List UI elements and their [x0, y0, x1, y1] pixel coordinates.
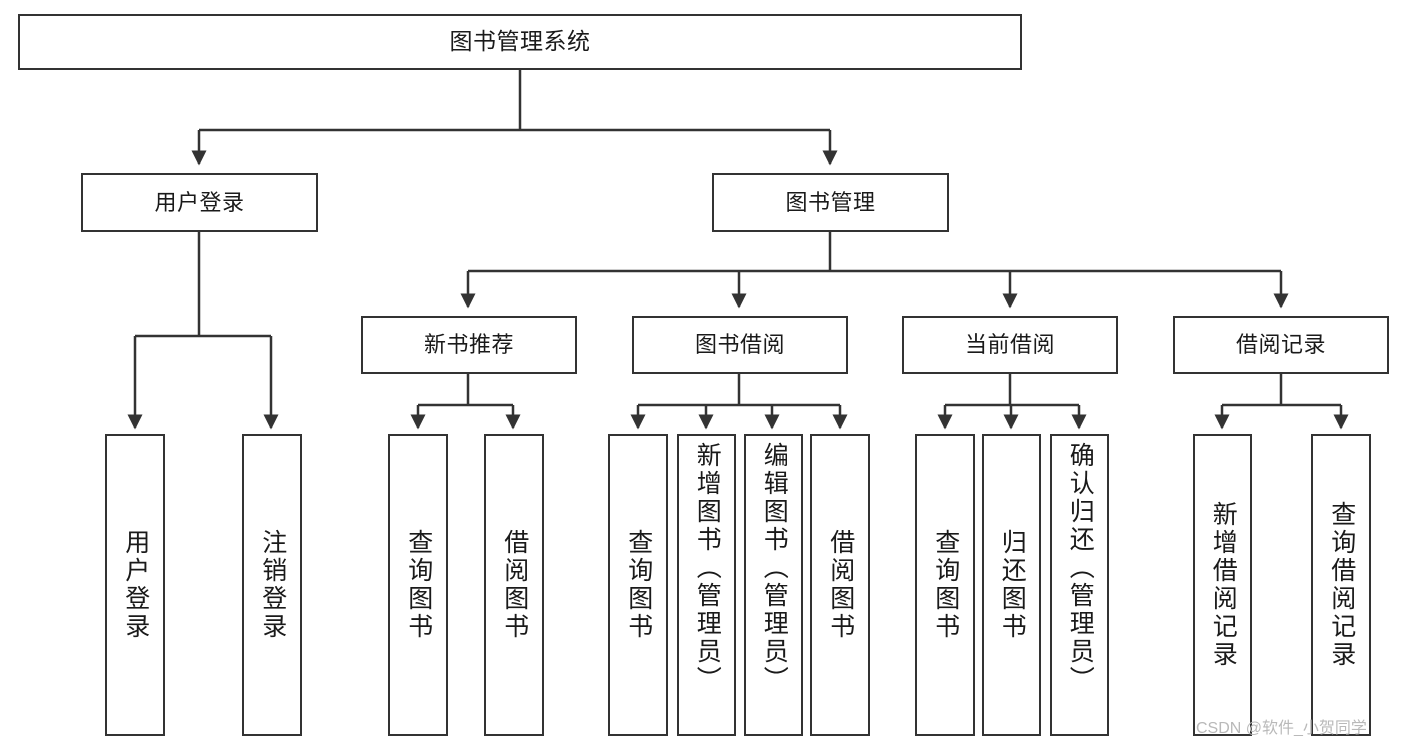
node-leaf-add-book[interactable]: 新增图书（管理员） — [677, 434, 736, 736]
node-root-label: 图书管理系统 — [449, 28, 591, 55]
node-leaf-query-record[interactable]: 查询借阅记录 — [1311, 434, 1371, 736]
node-book-management[interactable]: 图书管理 — [712, 173, 949, 232]
node-leaf-return-book-label: 归还图书 — [998, 529, 1027, 641]
node-book-borrow[interactable]: 图书借阅 — [632, 316, 848, 374]
node-leaf-user-logout[interactable]: 注销登录 — [242, 434, 302, 736]
node-leaf-query-book-3[interactable]: 查询图书 — [915, 434, 975, 736]
node-current-borrow[interactable]: 当前借阅 — [902, 316, 1118, 374]
node-leaf-query-book-2-label: 查询图书 — [624, 529, 653, 641]
node-borrow-record[interactable]: 借阅记录 — [1173, 316, 1389, 374]
node-borrow-record-label: 借阅记录 — [1235, 332, 1326, 358]
node-leaf-confirm-return-label: 确认归还（管理员） — [1066, 442, 1095, 694]
node-leaf-user-login[interactable]: 用户登录 — [105, 434, 165, 736]
node-user-login[interactable]: 用户登录 — [81, 173, 318, 232]
node-leaf-query-book-2[interactable]: 查询图书 — [608, 434, 668, 736]
node-new-book-recommend[interactable]: 新书推荐 — [361, 316, 577, 374]
node-leaf-query-record-label: 查询借阅记录 — [1327, 501, 1356, 669]
node-book-borrow-label: 图书借阅 — [694, 332, 785, 358]
node-leaf-query-book-1[interactable]: 查询图书 — [388, 434, 448, 736]
node-leaf-query-book-3-label: 查询图书 — [931, 529, 960, 641]
node-leaf-user-logout-label: 注销登录 — [258, 529, 287, 641]
node-new-book-recommend-label: 新书推荐 — [423, 332, 514, 358]
node-leaf-edit-book[interactable]: 编辑图书（管理员） — [744, 434, 803, 736]
node-leaf-add-record-label: 新增借阅记录 — [1209, 501, 1238, 669]
node-leaf-borrow-book-2[interactable]: 借阅图书 — [810, 434, 870, 736]
node-leaf-add-book-label: 新增图书（管理员） — [693, 442, 722, 694]
node-leaf-borrow-book-1[interactable]: 借阅图书 — [484, 434, 544, 736]
node-leaf-borrow-book-1-label: 借阅图书 — [500, 529, 529, 641]
watermark: CSDN @软件_小贺同学 — [1196, 720, 1367, 737]
node-leaf-add-record[interactable]: 新增借阅记录 — [1193, 434, 1252, 736]
node-leaf-query-book-1-label: 查询图书 — [404, 529, 433, 641]
node-book-management-label: 图书管理 — [785, 189, 876, 215]
node-leaf-confirm-return[interactable]: 确认归还（管理员） — [1050, 434, 1109, 736]
node-leaf-edit-book-label: 编辑图书（管理员） — [760, 442, 789, 694]
node-leaf-return-book[interactable]: 归还图书 — [982, 434, 1041, 736]
node-root[interactable]: 图书管理系统 — [18, 14, 1022, 70]
node-user-login-label: 用户登录 — [154, 189, 245, 215]
node-leaf-borrow-book-2-label: 借阅图书 — [826, 529, 855, 641]
node-current-borrow-label: 当前借阅 — [964, 332, 1055, 358]
node-leaf-user-login-label: 用户登录 — [121, 529, 150, 641]
